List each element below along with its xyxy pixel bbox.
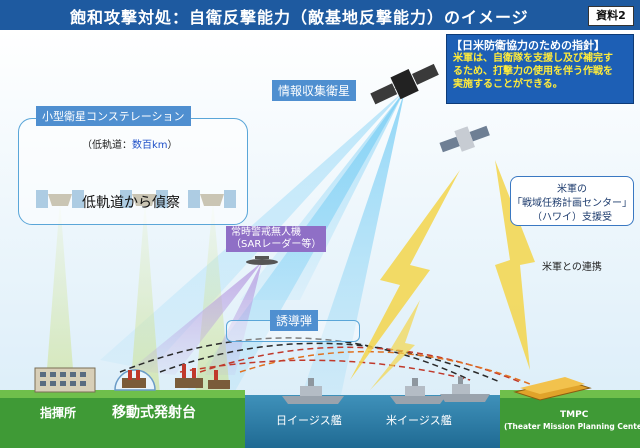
uav-icon [246,256,278,265]
uav-label-line: （SARレーダー等） [231,239,322,250]
guided-missile-label: 誘導弾 [270,310,319,331]
small-satellite-panel [18,118,248,225]
us-aegis-ship-icon [390,378,446,404]
tmpc-support-line: （ハワイ）支援受 [532,212,612,223]
low-orbit-value: 数百km [132,140,168,151]
land-right [500,395,640,448]
uav-beam [205,262,262,375]
us-aegis-ship-icon [440,377,490,402]
low-orbit-prefix: （低軌道： [82,140,132,151]
missile-trajectory [119,337,471,381]
land-left-top [0,390,245,398]
intel-satellite-beam [300,90,405,400]
guideline-title: 【日米防衛協力のための指針】 [451,39,605,52]
land-right-top [500,390,640,398]
tmpc-building [513,377,592,401]
comm-lightning-bolt [370,300,420,390]
small-sat-constellation-label: 小型衛星コンステレーション [36,106,191,126]
us-satellite-icon [439,125,490,153]
land-left [0,395,245,448]
jp-aegis-ship-icon [282,378,344,404]
mobile-launcher-icon [175,364,203,388]
small-satellite-beam [45,200,75,395]
missile-trajectory [159,342,501,383]
missile-trajectory [239,350,531,385]
guideline-line: 実施することができる。 [453,79,563,90]
document-label: 資料2 [588,6,634,26]
low-orbit-note: （低軌道：数百km） [82,136,178,151]
low-orbit-suffix: ） [167,140,178,151]
tmpc-support-line: 「戦域任務計画センター」 [512,198,632,209]
intel-satellite-label: 情報収集衛星 [272,80,357,101]
uav-label: 常時警戒無人機 （SARレーダー等） [226,226,327,252]
page-title: 飽和攻撃対処：自衛反撃能力（敵基地反撃能力）のイメージ [70,8,529,27]
tmpc-abbr-label: TMPC [560,410,589,420]
hq-label: 指揮所 [40,406,77,420]
hq-building [34,367,96,393]
comm-lightning-bolt [350,170,460,380]
uav-label-line: 常時警戒無人機 [231,227,301,238]
low-orbit-recon-label: 低軌道から偵察 [82,195,180,211]
comm-lightning-bolt [495,160,535,370]
intel-satellite-icon [370,63,439,105]
tmpc-support-line: 米軍の [557,184,587,195]
tmpc-full-label: (Theater Mission Planning Center) [504,422,640,431]
sea [245,395,500,448]
missile-trajectory [179,359,471,381]
mobile-launcher-icon [208,370,230,389]
us-coordination-label: 米軍との連携 [542,262,602,273]
uav-beam [130,262,262,375]
small-satellite-beam [130,200,160,395]
title-bar: 飽和攻撃対処：自衛反撃能力（敵基地反撃能力）のイメージ 資料2 [0,0,640,30]
jp-aegis-label: 日イージス艦 [276,414,342,427]
mobile-launcher-label: 移動式発射台 [112,405,196,421]
guideline-line: 米軍は、自衛隊を支援し及び補完す [453,53,613,64]
us-aegis-label: 米イージス艦 [386,414,452,427]
mobile-launcher-icon [122,370,146,388]
guideline-line: るため、打撃力の使用を伴う作戦を [453,66,613,77]
guideline-panel: 【日米防衛協力のための指針】 米軍は、自衛隊を支援し及び補完す るため、打撃力の… [446,34,634,104]
tmpc-support-panel: 米軍の 「戦域任務計画センター」 （ハワイ）支援受 [510,176,634,226]
